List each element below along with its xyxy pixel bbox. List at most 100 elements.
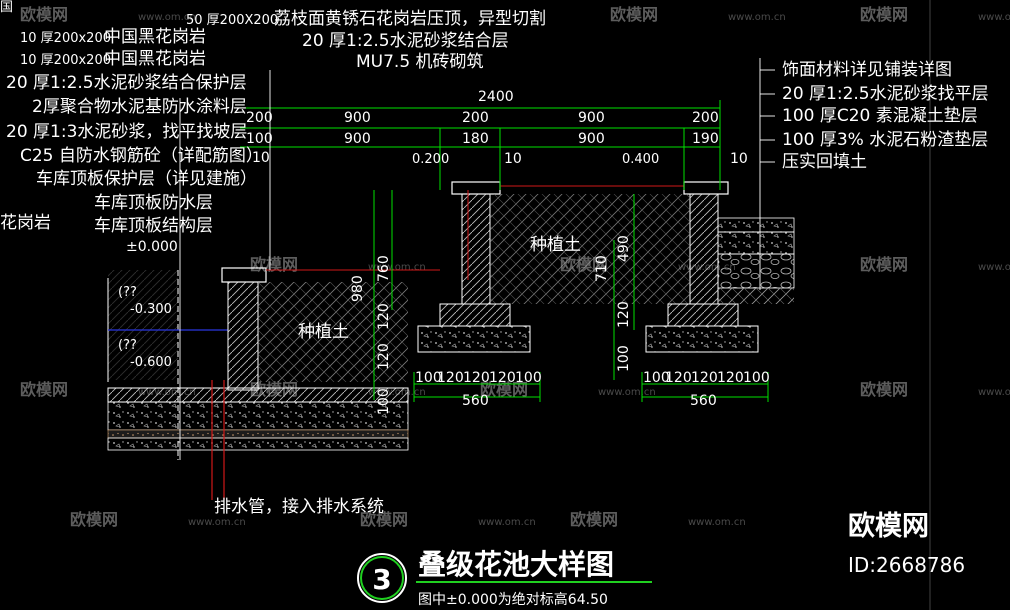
detail-title: 叠级花池大样图 — [418, 548, 614, 581]
paving-gravel — [717, 253, 795, 289]
elevation-0400: 0.400 — [622, 152, 659, 167]
dim-row1-4: 900 — [578, 110, 605, 126]
watermark-url-11: www.om.cn — [188, 517, 246, 528]
paving-bedding — [717, 217, 795, 233]
middle-footing-step — [439, 303, 511, 327]
leader-lines — [179, 0, 931, 610]
elevation-minus-300: -0.300 — [130, 302, 172, 317]
paving-compacted-fill — [718, 288, 794, 304]
top-callout-1: 50 厚200X200 — [186, 13, 278, 28]
watermark-brand-6: 欧模网 — [860, 255, 908, 274]
dim-vleft-2: 120 — [376, 343, 392, 370]
footing-step-1-2: 120 — [437, 370, 464, 386]
watermark-url-12: www.om.cn — [478, 517, 536, 528]
dim-row1-1: 200 — [246, 110, 273, 126]
watermark-url-9: www.om.cn — [598, 387, 656, 398]
watermark-url-2: www.om.cn — [728, 12, 786, 23]
dim-row2-4: 900 — [578, 131, 605, 147]
soil-label-left: 种植土 — [298, 322, 349, 342]
watermark-brand-1: 欧模网 — [20, 5, 68, 24]
watermark-brand-12: 欧模网 — [360, 510, 408, 529]
middle-section — [417, 181, 795, 353]
footing-width-2: 560 — [690, 393, 717, 409]
detail-note: 图中±0.000为绝对标高64.50 — [418, 591, 608, 608]
middle-soil — [490, 194, 690, 304]
dim-vright-2: 490 — [616, 235, 632, 262]
left-callout-12: 花岗岩 — [0, 213, 51, 233]
roof-structure-layer — [107, 437, 409, 451]
right-callout-2: 20 厚1:2.5水泥砂浆找平层 — [782, 84, 989, 104]
dim-vleft-1: 980 — [350, 275, 366, 302]
dim-row2-3: 180 — [462, 131, 489, 147]
unknown-mark-1: (?? — [118, 285, 137, 300]
left-callout-6: 2厚聚合物水泥基防水涂料层 — [32, 97, 247, 117]
middle-wall — [461, 193, 491, 305]
right-coping-stone — [683, 181, 729, 195]
left-callout-2: 中国黑花岗岩 — [104, 27, 206, 47]
soil-label-middle: 种植土 — [530, 235, 581, 255]
right-callout-3: 100 厚C20 素混凝土垫层 — [782, 106, 978, 126]
footing-step-1-1: 100 — [415, 370, 442, 386]
dim-vleft-3: 100 — [376, 388, 392, 415]
base-slab — [107, 387, 409, 403]
dim-row3-1: 10 — [252, 150, 270, 166]
left-callout-5: 20 厚1:2.5水泥砂浆结合保护层 — [6, 73, 247, 93]
watermark-brand-7: 欧模网 — [20, 380, 68, 399]
dim-vright-1: 710 — [594, 255, 610, 282]
dim-row1-5: 200 — [692, 110, 719, 126]
left-soil — [258, 282, 408, 382]
right-wall — [689, 193, 719, 305]
dimension-lines — [240, 100, 769, 402]
left-callout-10: 车库顶板防水层 — [94, 193, 213, 213]
tile-cladding — [108, 270, 178, 380]
footing-step-1-3: 120 — [463, 370, 490, 386]
dim-row3-3: 10 — [730, 151, 748, 167]
footing-width-1: 560 — [462, 393, 489, 409]
dim-vmid-2: 120 — [376, 303, 392, 330]
dim-total: 2400 — [478, 89, 514, 105]
watermark-brand-13: 欧模网 — [570, 510, 618, 529]
drain-label: 排水管，接入排水系统 — [214, 497, 384, 517]
left-callout-4: 中国黑花岗岩 — [104, 49, 206, 69]
footing-step-2-4: 120 — [717, 370, 744, 386]
dim-row1-3: 200 — [462, 110, 489, 126]
paving-concrete — [717, 231, 795, 255]
dim-row2-1: 100 — [246, 131, 273, 147]
dim-row2-5: 190 — [692, 131, 719, 147]
right-footing-step — [667, 303, 739, 327]
top-callout-2: 荔枝面黄锈石花岗岩压顶，异型切割 — [274, 9, 546, 29]
watermark-brand-4: 欧模网 — [250, 255, 298, 274]
right-callout-5: 压实回填土 — [782, 152, 867, 172]
dim-vright-4: 100 — [616, 345, 632, 372]
footing-step-1-4: 120 — [489, 370, 516, 386]
elevation-zero: ±0.000 — [126, 239, 178, 255]
middle-coping-stone — [451, 181, 501, 195]
footing-step-2-5: 100 — [743, 370, 770, 386]
elevation-minus-600: -0.600 — [130, 355, 172, 370]
watermark-url-6: www.om.cn — [978, 262, 1010, 273]
dim-vright-3: 120 — [616, 301, 632, 328]
top-callout-4: MU7.5 机砖砌筑 — [356, 52, 484, 72]
watermark-brand-10: 欧模网 — [860, 380, 908, 399]
left-callout-11: 车库顶板结构层 — [94, 216, 213, 236]
left-callout-8: C25 自防水钢筋砼（详配筋图） — [20, 146, 263, 166]
dim-row3-2: 10 — [504, 151, 522, 167]
left-section — [107, 267, 440, 500]
dim-row1-2: 900 — [344, 110, 371, 126]
corner-label: 国 — [0, 0, 13, 15]
detail-number: 3 — [372, 563, 391, 596]
detail-title-block: 3 叠级花池大样图 图中±0.000为绝对标高64.50 — [357, 548, 652, 608]
watermark-url-4: www.om.cn — [368, 262, 426, 273]
brand-watermark: 欧模网 ID:2668786 — [848, 511, 965, 577]
annotation-text: 国 50 厚200X200 荔枝面黄锈石花岗岩压顶，异型切割 20 厚1:2.5… — [0, 0, 989, 517]
watermark-url-3: www.om.cn — [978, 12, 1010, 23]
watermark-brand-3: 欧模网 — [860, 5, 908, 24]
right-callout-4: 100 厚3% 水泥石粉渣垫层 — [782, 130, 988, 150]
brand-watermark-id: ID:2668786 — [848, 553, 965, 577]
right-footing-pad — [645, 325, 759, 353]
footing-step-2-1: 100 — [643, 370, 670, 386]
watermark-url-1: www.om.cn — [138, 12, 196, 23]
left-callout-7: 20 厚1:3水泥砂浆，找平找坡层 — [6, 122, 247, 142]
